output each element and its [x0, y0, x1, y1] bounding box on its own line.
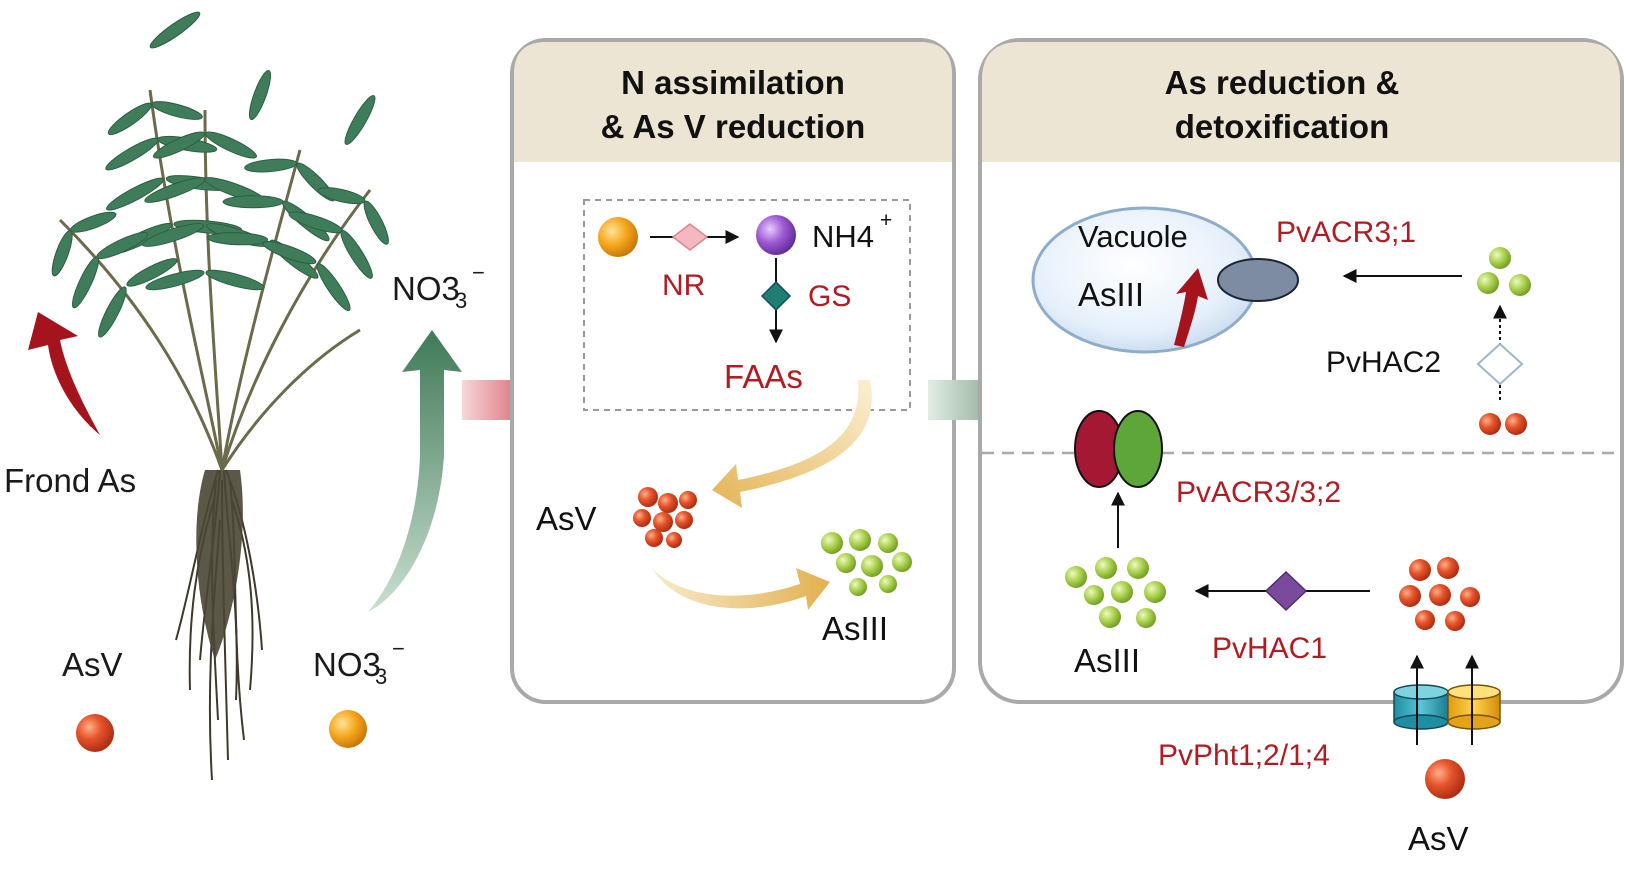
pvpht-yellow-channel	[1447, 684, 1501, 730]
no3-ball	[598, 217, 638, 257]
vacuole-import-arrow	[1174, 268, 1208, 347]
panel-as-reduction: As reduction & detoxification Vacuole As…	[978, 38, 1624, 857]
no3-top-charge: −	[472, 260, 485, 285]
no3-soil-label: NO3	[313, 646, 381, 683]
asv-soil-label: AsV	[62, 646, 123, 683]
fern-leaflets	[51, 11, 389, 338]
pvhac2-diamond	[1476, 342, 1524, 386]
pvacr3-1-transporter	[1217, 258, 1299, 302]
no3-top-subscript: 3	[455, 288, 467, 313]
nh4-charge: +	[880, 209, 892, 232]
no3-uptake-arrow	[368, 330, 462, 612]
pvacr3-green-unit	[1113, 410, 1163, 488]
panel-n-assimilation: N assimilation & As V reduction NR NH4 +…	[510, 38, 956, 704]
asv-soil-ball	[76, 714, 114, 752]
p2-asiii-label: AsIII	[1074, 642, 1140, 679]
vacuole-asiii-label: AsIII	[1078, 276, 1144, 313]
panel1-title-line2: & As V reduction	[601, 108, 866, 145]
p2-asv-label: AsV	[1408, 820, 1469, 857]
no3-top-label: NO3	[392, 270, 460, 307]
no3-soil-subscript: 3	[375, 664, 387, 689]
frond-as-label: Frond As	[4, 462, 136, 499]
p2-asv-cluster	[1399, 557, 1480, 631]
panel1-title-line1: N assimilation	[621, 64, 845, 101]
panel2-title-line2: detoxification	[1175, 108, 1390, 145]
faas-to-asv-arrow	[712, 380, 872, 508]
pvpht-label: PvPht1;2/1;4	[1158, 739, 1330, 772]
fern-stems	[58, 89, 372, 471]
nr-label: NR	[662, 269, 705, 302]
asv-pair	[1479, 413, 1527, 435]
fern-root-mass	[196, 470, 243, 660]
frond-arrow	[28, 312, 100, 435]
nh4-ball	[756, 215, 796, 255]
asv-to-asiii-arrow	[652, 568, 830, 610]
no3-soil-charge: −	[392, 636, 405, 661]
gs-label: GS	[808, 280, 851, 313]
nh4-label: NH4	[812, 219, 874, 254]
p2-asiii-cluster	[1065, 557, 1166, 628]
fern-plant	[51, 11, 389, 781]
nr-enzyme-diamond	[671, 223, 709, 251]
no3-soil-ball	[329, 710, 367, 748]
assimilation-box	[583, 199, 911, 411]
gs-enzyme-diamond	[760, 280, 792, 312]
asiii-trio	[1477, 247, 1531, 296]
pvpht-teal-channel	[1393, 684, 1449, 730]
p2-asv-external-ball	[1425, 759, 1465, 799]
pvhac1-diamond	[1264, 570, 1308, 612]
p1-asv-label: AsV	[536, 500, 597, 537]
p1-asiii-cluster	[821, 529, 912, 596]
faas-label: FAAs	[724, 358, 803, 395]
pvacr3-1-label: PvACR3;1	[1276, 216, 1416, 249]
vacuole-label: Vacuole	[1078, 219, 1188, 254]
pvhac1-label: PvHAC1	[1212, 632, 1327, 665]
p1-asv-cluster	[633, 487, 697, 548]
pvacr3-3-2-label: PvACR3/3;2	[1176, 476, 1341, 509]
panel2-title-line1: As reduction &	[1165, 64, 1400, 101]
p1-asiii-label: AsIII	[822, 610, 888, 647]
pvhac2-label: PvHAC2	[1326, 346, 1441, 379]
